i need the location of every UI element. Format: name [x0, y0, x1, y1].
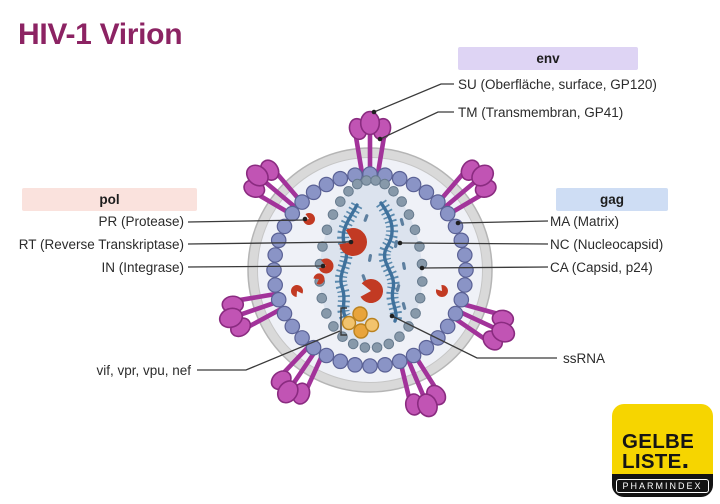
matrix-protein-ring — [266, 166, 474, 374]
connector-vif — [197, 330, 341, 371]
label-tm: TM (Transmembran, GP41) — [458, 105, 624, 120]
label-su: SU (Oberfläche, surface, GP120) — [458, 77, 657, 92]
connector-su — [373, 83, 454, 113]
label-ma: MA (Matrix) — [550, 214, 619, 229]
label-pr: PR (Protease) — [98, 214, 184, 229]
connector-endpoint-dots — [302, 109, 461, 319]
logo-dot: . — [681, 443, 690, 474]
page-title: HIV-1 Virion — [18, 18, 183, 51]
label-rt: RT (Reverse Transkriptase) — [18, 237, 184, 252]
connector-ma — [457, 220, 549, 224]
gene-box-pol: pol — [22, 188, 197, 211]
logo-pharmindex-bar: PHARMINDEX — [612, 474, 713, 497]
connector-rt — [187, 241, 352, 245]
connector-tm — [379, 111, 454, 140]
logo-wordmark: GELBE LISTE. — [612, 404, 713, 474]
accessory-proteins — [341, 306, 380, 339]
logo-tagline: PHARMINDEX — [616, 478, 709, 493]
connector-ssrna — [391, 315, 557, 359]
label-accessory-genes: vif, vpr, vpu, nef — [96, 363, 191, 378]
connector-nc — [399, 242, 549, 245]
logo-line2: LISTE — [622, 449, 682, 473]
label-ssrna: ssRNA — [563, 351, 606, 366]
gene-box-gag: gag — [556, 188, 668, 211]
connector-pr — [187, 219, 306, 223]
label-ca: CA (Capsid, p24) — [550, 260, 653, 275]
gelbe-liste-logo: GELBE LISTE. PHARMINDEX — [612, 404, 713, 497]
label-in: IN (Integrase) — [101, 260, 184, 275]
ssrna-strands — [334, 199, 402, 324]
connector-lines — [187, 83, 557, 371]
label-nc: NC (Nucleocapsid) — [550, 237, 664, 252]
gene-box-env: env — [458, 47, 638, 70]
connector-ca — [421, 266, 549, 269]
accessory-bracket — [340, 307, 347, 336]
logo-line1: GELBE — [622, 430, 695, 453]
connector-in — [187, 265, 324, 268]
